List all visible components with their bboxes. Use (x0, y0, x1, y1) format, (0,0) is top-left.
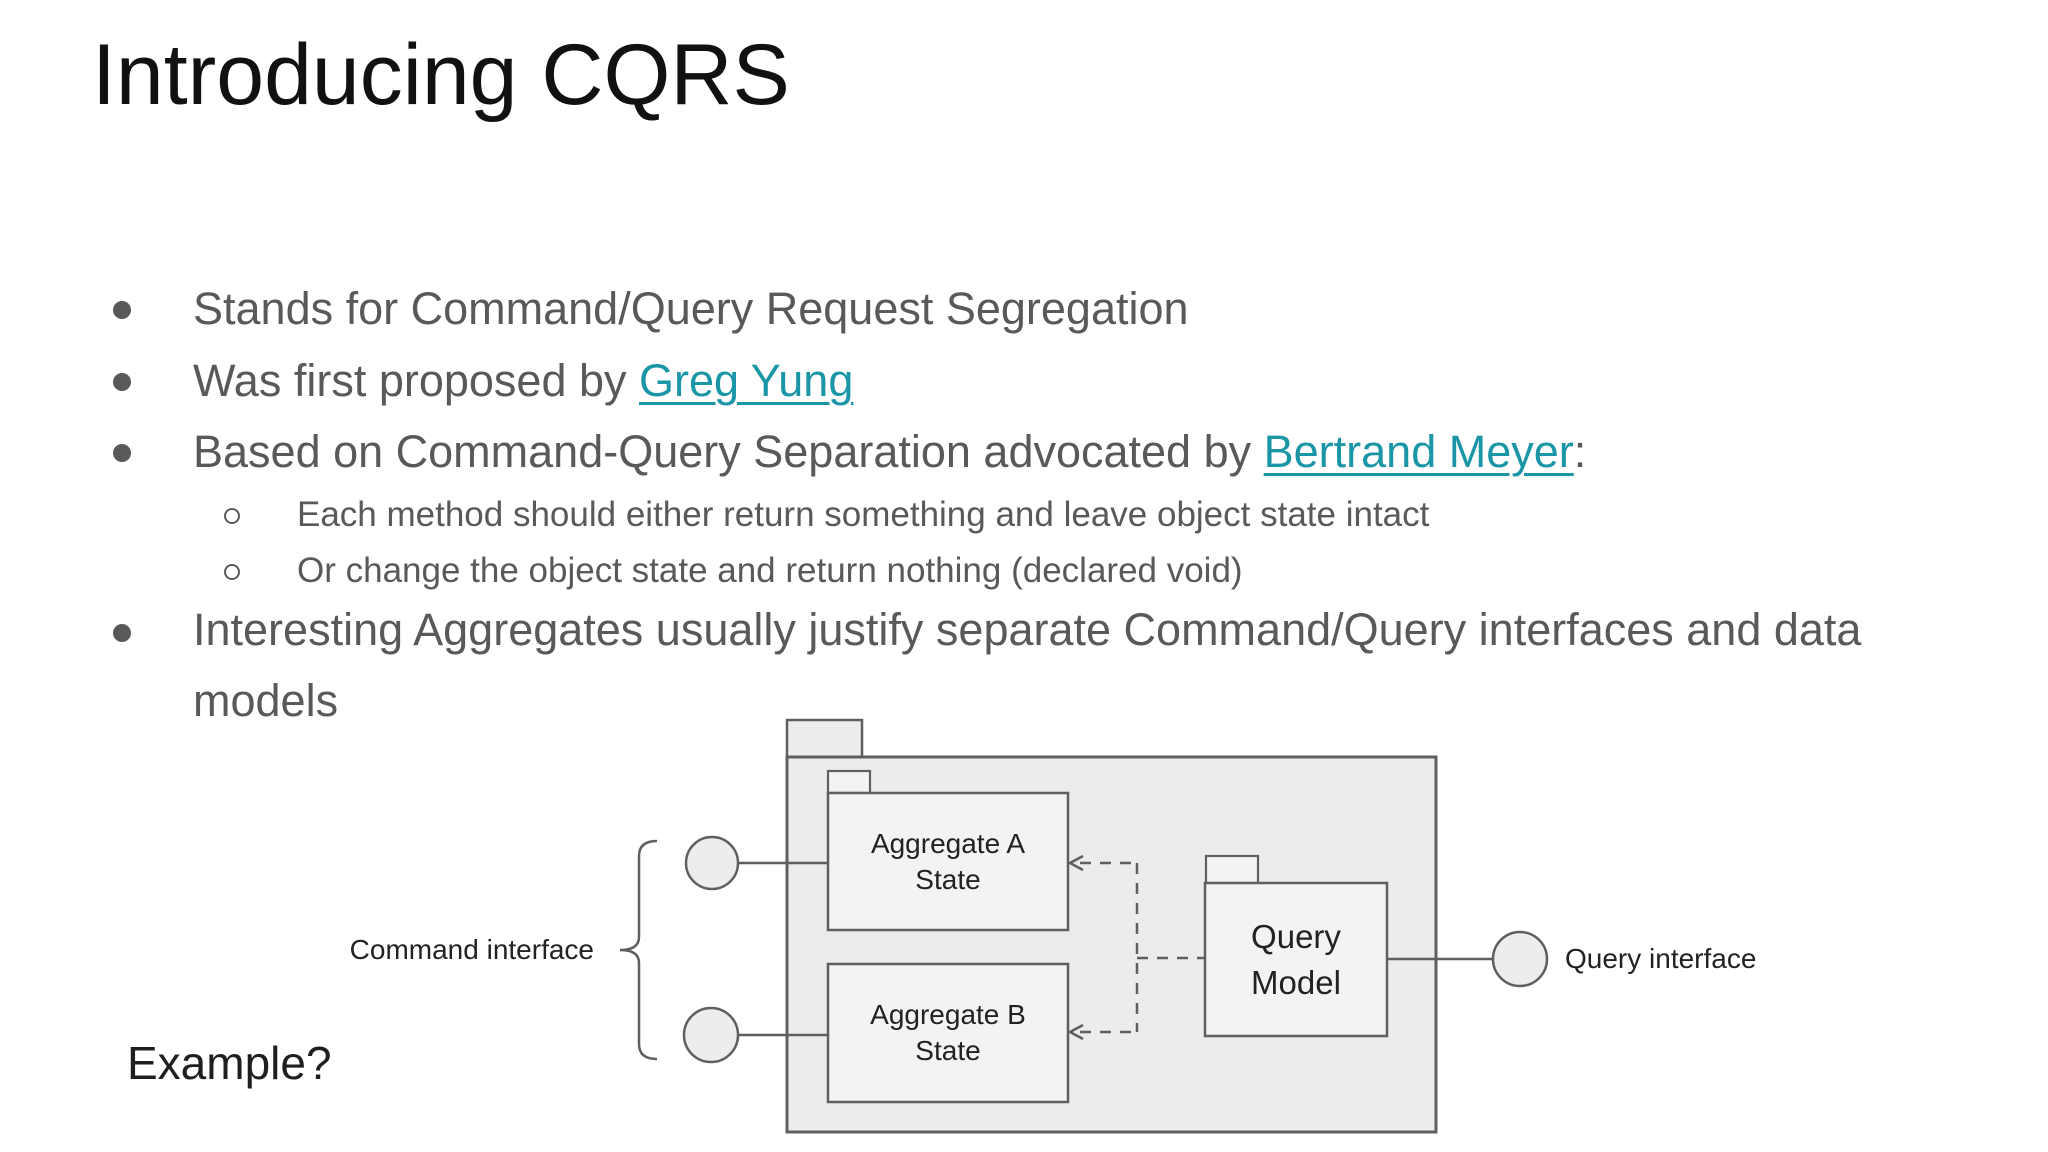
bullet-marker (113, 624, 131, 642)
aggregate-b-box (826, 962, 1070, 1104)
command-interface-circle-b (682, 1006, 740, 1064)
sub-bullet-item-1: Each method should either return somethi… (297, 495, 1430, 534)
query-interface-circle (1491, 930, 1549, 988)
outer-package-tab (785, 718, 864, 759)
query-model-box (1203, 881, 1389, 1038)
sub-bullet-marker (224, 564, 240, 580)
query-model-label: Query Model (1251, 917, 1341, 1001)
aggregate-a-box (826, 791, 1070, 932)
bullet-item-4: Interesting Aggregates usually justify s… (193, 604, 1862, 726)
sub-bullet-marker (224, 508, 240, 524)
bertrand-meyer-link[interactable]: Bertrand Meyer (1263, 426, 1574, 477)
aggregate-a-label: Aggregate A State (870, 827, 1026, 895)
bullet-item-3: Based on Command-Query Separation advoca… (193, 429, 1586, 474)
query-model-tab (1204, 854, 1260, 885)
arrowhead-aggregate-b (1067, 1023, 1084, 1041)
greg-yung-link[interactable]: Greg Yung (639, 355, 854, 406)
bullet-item-2-text: Was first proposed by (193, 355, 640, 406)
query-interface-label: Query interface (1565, 943, 1757, 974)
cqrs-diagram-canvas (619, 718, 1549, 1134)
arrowhead-aggregate-a (1067, 854, 1084, 872)
bullet-marker (113, 444, 131, 462)
aggregate-a-tab (826, 769, 872, 795)
command-interface-label: Command interface (349, 934, 594, 965)
command-interface-brace (619, 839, 658, 1061)
bullet-item-1: Stands for Command/Query Request Segrega… (193, 283, 1189, 334)
page-title: Introducing CQRS (92, 27, 790, 123)
aggregate-b-label: Aggregate B State (870, 999, 1026, 1066)
bullet-marker (113, 301, 131, 319)
command-interface-circle-a (684, 835, 740, 891)
bullet-marker (113, 373, 131, 391)
example-question-label: Example? (127, 1037, 332, 1089)
bullet-item-3-suffix: : (1573, 426, 1587, 477)
bullet-item-3-text: Based on Command-Query Separation advoca… (193, 426, 1264, 477)
cqrs-diagram: Aggregate A State Aggregate B State Quer… (280, 700, 1840, 1152)
sub-bullet-item-2: Or change the object state and return no… (297, 551, 1243, 590)
bullet-item-2: Was first proposed by Greg Yung (193, 358, 853, 403)
